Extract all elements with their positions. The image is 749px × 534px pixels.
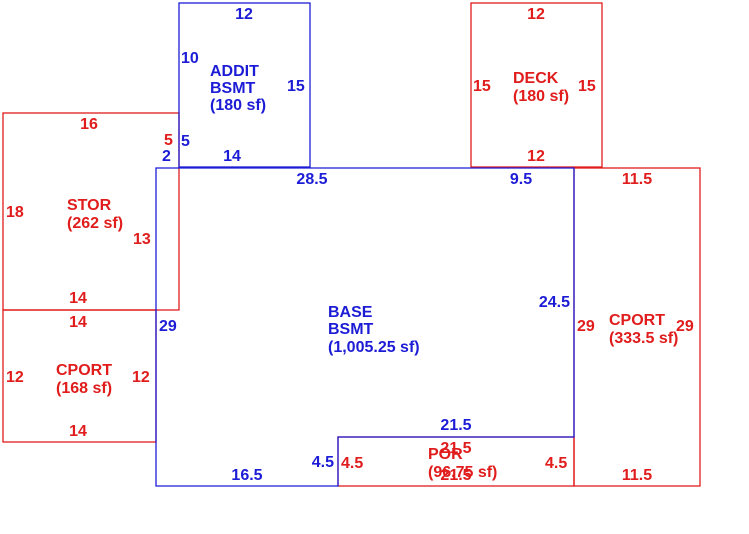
stor-dim-right: 13 (133, 231, 151, 248)
cport-left-dim-left: 12 (6, 369, 24, 386)
cport-left-dim-bottom: 14 (69, 423, 87, 440)
deck-dim-top: 12 (527, 6, 545, 23)
cport-left-dim-top: 14 (69, 314, 87, 331)
por-area-value: (96.75 sf) (428, 464, 497, 481)
stor-dim-bottom: 14 (69, 290, 87, 307)
cport-left-area[interactable]: 14 12 12 14 CPORT (168 sf) (2, 309, 157, 443)
stor-dim-top: 16 (80, 116, 98, 133)
stor-area-value: (262 sf) (67, 215, 123, 232)
stor-label: STOR (67, 197, 112, 214)
base-bsmt-dim-notch-top: 21.5 (440, 417, 471, 434)
base-bsmt-dim-right: 24.5 (539, 294, 570, 311)
por-dim-top: 21.5 (440, 440, 471, 457)
blue-areas: 12 10 15 14 5 2 ADDIT BSMT (180 sf) 28.5… (155, 2, 575, 487)
addit-bsmt-label-line2: BSMT (210, 80, 256, 97)
addit-bsmt-area[interactable]: 12 10 15 14 5 2 ADDIT BSMT (180 sf) (162, 2, 311, 168)
base-bsmt-dim-notch-side: 4.5 (312, 454, 334, 471)
cport-right-area[interactable]: 11.5 29 29 11.5 CPORT (333.5 sf) (573, 167, 701, 487)
cport-right-dim-top: 11.5 (622, 171, 652, 188)
red-areas: 12 15 15 12 DECK (180 sf) 16 5 18 13 14 … (2, 2, 701, 487)
addit-bsmt-label-line1: ADDIT (210, 63, 259, 80)
por-dim-left: 4.5 (341, 455, 363, 472)
deck-dim-right: 15 (578, 78, 596, 95)
cport-right-dim-bottom: 11.5 (622, 467, 652, 484)
addit-bsmt-area-value: (180 sf) (210, 97, 266, 114)
por-dim-bottom: 21.5 (440, 467, 471, 484)
addit-bsmt-dim-left: 10 (181, 50, 199, 67)
deck-dim-left: 15 (473, 78, 491, 95)
por-area[interactable]: 21.5 21.5 4.5 4.5 POR (96.75 sf) (337, 436, 575, 487)
cport-right-area-value: (333.5 sf) (609, 330, 678, 347)
base-bsmt-dim-top-left: 28.5 (296, 171, 327, 188)
por-dim-right: 4.5 (545, 455, 567, 472)
deck-outline (470, 2, 603, 168)
por-label: POR (428, 446, 463, 463)
cport-right-dim-left: 29 (577, 318, 595, 335)
deck-dim-bottom: 12 (527, 148, 545, 165)
base-bsmt-dim-bottom: 16.5 (231, 467, 262, 484)
deck-area-value: (180 sf) (513, 88, 569, 105)
addit-bsmt-dim-right: 15 (287, 78, 305, 95)
stor-dim-left: 18 (6, 204, 24, 221)
addit-bsmt-dim-top: 12 (235, 6, 253, 23)
base-bsmt-area-value: (1,005.25 sf) (328, 339, 420, 356)
cport-left-dim-right: 12 (132, 369, 150, 386)
deck-label: DECK (513, 70, 559, 87)
base-bsmt-label-line1: BASE (328, 304, 373, 321)
cport-left-area-value: (168 sf) (56, 380, 112, 397)
addit-bsmt-dim-step-b: 2 (162, 148, 171, 165)
cport-left-label: CPORT (56, 362, 112, 379)
base-bsmt-dim-left: 29 (159, 318, 177, 335)
addit-bsmt-outline (178, 2, 311, 168)
addit-bsmt-dim-bottom: 14 (223, 148, 241, 165)
cport-right-dim-right: 29 (676, 318, 694, 335)
base-bsmt-outline (155, 167, 575, 487)
base-bsmt-label-line2: BSMT (328, 321, 374, 338)
stor-area[interactable]: 16 5 18 13 14 STOR (262 sf) (2, 112, 180, 311)
base-bsmt-area[interactable]: 28.5 9.5 29 24.5 21.5 4.5 16.5 BASE BSMT… (155, 167, 575, 487)
cport-right-label: CPORT (609, 312, 665, 329)
addit-bsmt-dim-step-a: 5 (181, 133, 190, 150)
stor-dim-step: 5 (164, 132, 173, 149)
deck-area[interactable]: 12 15 15 12 DECK (180 sf) (470, 2, 603, 168)
base-bsmt-dim-top-right: 9.5 (510, 171, 532, 188)
